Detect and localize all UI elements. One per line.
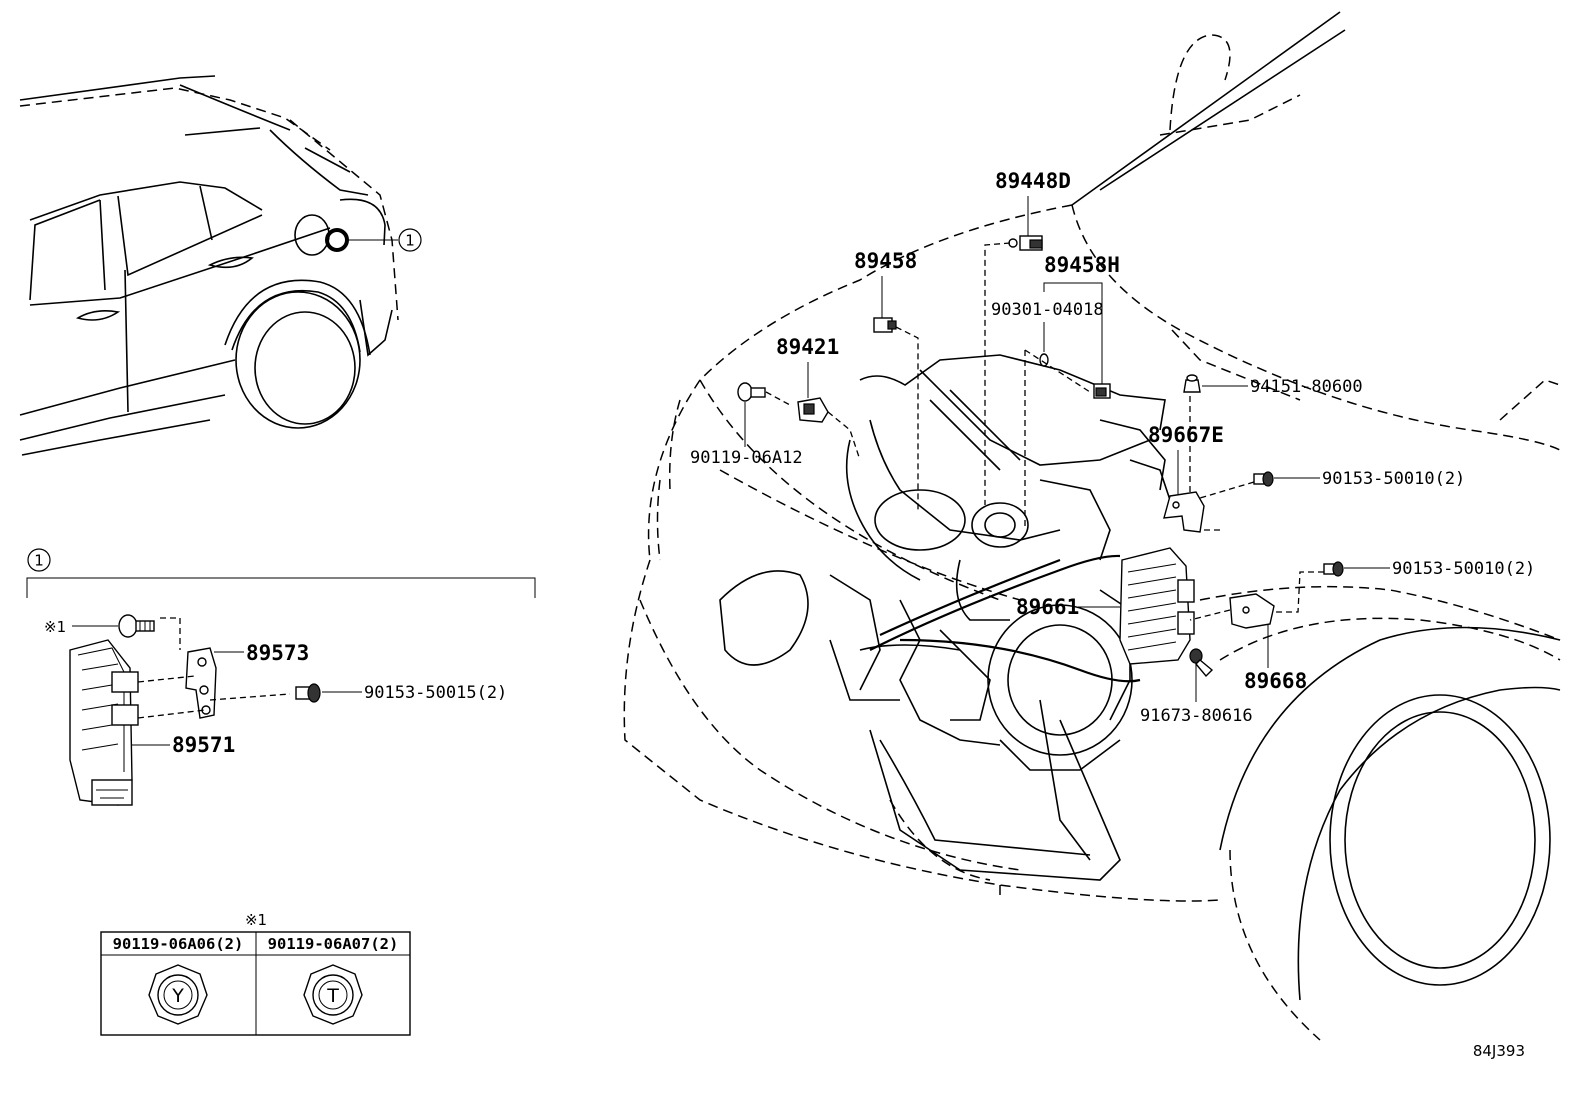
label-89667E: 89667E	[1148, 423, 1224, 447]
bolt-head-y-icon: Y	[148, 964, 208, 1025]
label-89573: 89573	[246, 641, 309, 665]
bolt-icon	[118, 614, 155, 638]
callout-number-top: 1	[405, 232, 415, 250]
callout-circle-1-detail	[27, 548, 51, 572]
bolt-mark-y: Y	[171, 985, 184, 1007]
bolt-spec-table: ※1 90119-06A06(2) 90119-06A07(2) Y T	[100, 911, 411, 1036]
diagram-id: 84J393	[1473, 1042, 1525, 1060]
table-header-col-2: 90119-06A07(2)	[268, 935, 399, 953]
label-90153-50010-upper: 90153-50010(2)	[1322, 469, 1465, 489]
label-94151-80600: 94151-80600	[1250, 377, 1363, 397]
component-location-marker	[325, 228, 349, 252]
bolt-icon	[295, 683, 321, 703]
detail-1-assembly: 1 ※1 89571	[26, 548, 536, 806]
label-91673-80616: 91673-80616	[1140, 706, 1253, 726]
bolt-icon	[1189, 648, 1214, 678]
note-marker-bolt: ※1	[44, 618, 66, 636]
label-90153-50010-lower: 90153-50010(2)	[1392, 559, 1535, 579]
bracket-icon	[1163, 491, 1205, 533]
label-89458H: 89458H	[1044, 253, 1120, 277]
bracket-icon	[1229, 593, 1275, 629]
callout-number-detail: 1	[34, 552, 44, 570]
label-90153-50015: 90153-50015(2)	[364, 683, 507, 703]
rear-vehicle-view: 1	[19, 75, 422, 456]
bolt-icon	[1323, 561, 1344, 577]
sensor-icon	[1093, 383, 1111, 399]
right-part-callouts: 89448D 89458 89458H 90301-04018 89421	[690, 169, 1535, 726]
label-89661: 89661	[1016, 595, 1079, 619]
note-marker-table: ※1	[245, 911, 267, 929]
label-90119-06A12: 90119-06A12	[690, 448, 803, 468]
bolt-head-t-icon: T	[303, 964, 363, 1025]
label-90301-04018: 90301-04018	[991, 300, 1104, 320]
bolt-icon	[737, 382, 766, 402]
engine-assembly-icon	[829, 354, 1171, 771]
engine-ecu-icon	[1119, 547, 1195, 665]
table-header-col-1: 90119-06A06(2)	[113, 935, 244, 953]
label-89448D: 89448D	[995, 169, 1071, 193]
ecu-module-icon	[69, 639, 139, 806]
nut-icon	[1183, 374, 1201, 393]
label-89421: 89421	[776, 335, 839, 359]
bolt-mark-t: T	[326, 985, 339, 1007]
label-89458: 89458	[854, 249, 917, 273]
label-89571: 89571	[172, 733, 235, 757]
o-ring-icon	[1039, 353, 1049, 367]
label-89668: 89668	[1244, 669, 1307, 693]
pressure-sensor-icon	[1008, 235, 1043, 251]
sensor-icon	[873, 317, 897, 333]
front-vehicle-view	[623, 11, 1561, 1041]
callout-circle-1-top	[398, 228, 422, 252]
crank-sensor-icon	[797, 397, 829, 423]
bracket-icon	[185, 647, 217, 719]
bolt-icon	[1253, 471, 1274, 487]
